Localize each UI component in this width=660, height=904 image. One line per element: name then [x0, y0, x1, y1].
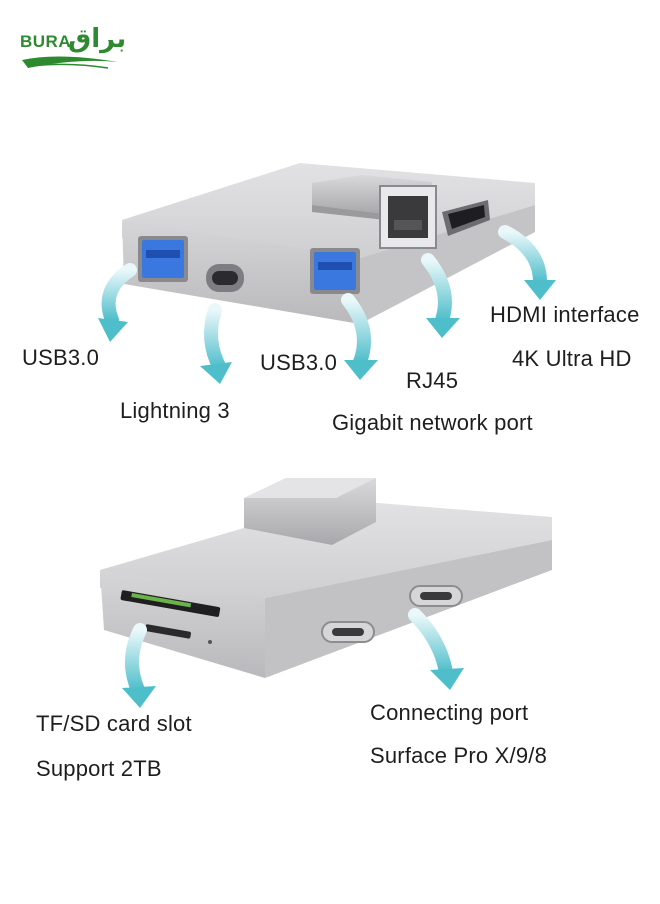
label-surface-pro: Surface Pro X/9/8: [370, 743, 548, 768]
arrowhead-connecting-port: [430, 668, 464, 690]
usb3-port-right: [310, 248, 360, 294]
bottom-arrow-heads: [122, 668, 464, 708]
top-arrow-heads: [98, 280, 556, 384]
arrow-lightning: [204, 303, 227, 375]
hdmi-port: [442, 200, 490, 236]
brand-logo: BURA براق: [18, 22, 128, 76]
label-usb3-right: USB3.0: [260, 350, 338, 375]
arrow-rj45: [421, 253, 452, 327]
arrow-usb-left: [101, 263, 137, 327]
arrowhead-lightning: [200, 362, 232, 384]
label-usb3-left: USB3.0: [22, 345, 100, 370]
usb3-port-left: [138, 236, 188, 282]
status-led: [208, 640, 212, 644]
label-rj45: RJ45: [406, 368, 459, 393]
arrowhead-rj45: [426, 318, 460, 338]
bottom-hub-device: [100, 478, 552, 678]
usb-c-connector-left: [321, 621, 375, 643]
rj45-port: [379, 185, 437, 249]
label-card-slot: TF/SD card slot: [36, 711, 192, 736]
arrowhead-usb-left: [98, 318, 128, 342]
arrow-card-slot: [124, 623, 147, 697]
brand-leaf-swoosh: [22, 56, 118, 69]
brand-logo-latin: BURA: [20, 32, 72, 51]
label-hdmi: HDMI interface: [490, 302, 640, 327]
bottom-callout-arrows: [124, 608, 453, 697]
arrowhead-usb-right: [344, 360, 378, 380]
arrowhead-card-slot: [122, 686, 156, 708]
sd-card-slot: [120, 590, 221, 617]
arrow-connecting-port: [408, 608, 453, 679]
arrow-usb-right: [341, 293, 371, 369]
thunderbolt-port: [206, 264, 244, 292]
arrow-hdmi: [498, 225, 547, 289]
brand-logo-arabic: براق: [68, 24, 127, 54]
label-connecting-port: Connecting port: [370, 700, 529, 725]
top-hub-device: [122, 163, 535, 324]
tf-card-slot: [145, 624, 191, 639]
arrowhead-hdmi: [524, 280, 556, 300]
top-callout-arrows: [101, 225, 547, 375]
label-lightning: Lightning 3: [120, 398, 230, 423]
usb-c-connector-right: [409, 585, 463, 607]
label-support-2tb: Support 2TB: [36, 756, 162, 781]
label-4k: 4K Ultra HD: [512, 346, 632, 371]
label-gigabit: Gigabit network port: [332, 410, 533, 435]
